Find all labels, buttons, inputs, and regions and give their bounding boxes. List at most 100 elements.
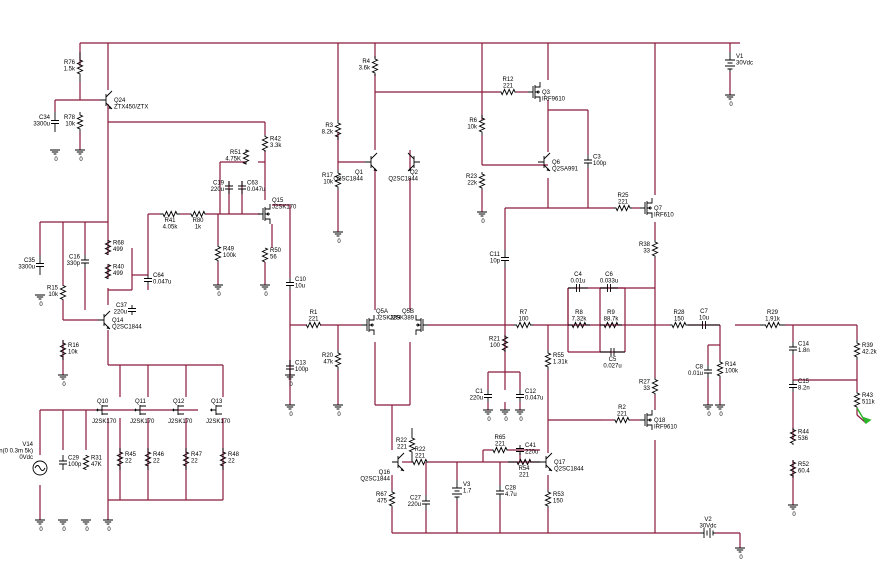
- c12-body: [516, 390, 524, 402]
- c64-value-label: 0.047u: [153, 280, 171, 286]
- c11-ref-label: C11: [489, 252, 500, 258]
- q17-body: [540, 452, 553, 472]
- r23-body: [478, 172, 486, 190]
- c16-body: [81, 255, 89, 268]
- r4-body: [371, 56, 379, 76]
- r40-body: [104, 263, 112, 280]
- ground-symbol: 0: [285, 374, 295, 388]
- ground-label: 0: [54, 157, 58, 163]
- q14-arrow: [106, 326, 110, 329]
- r20-value-label: 47k: [323, 360, 334, 366]
- r9-ref-label: R9: [607, 310, 615, 316]
- c29-value-label: 100p: [68, 462, 82, 468]
- q13-value-label: J2SK170: [206, 419, 231, 425]
- c4-ref-label: C4: [574, 272, 582, 278]
- q3-value-label: IRF9610: [542, 97, 566, 103]
- r21-body: [501, 335, 509, 352]
- q7-arrow: [648, 206, 651, 210]
- r42-body: [261, 135, 269, 152]
- r20-body: [334, 350, 342, 370]
- ground-label: 0: [289, 382, 293, 388]
- c6-capacitor: C60.033u: [600, 272, 618, 292]
- c35-ref-label: C35: [24, 258, 36, 264]
- c19-value-label: 220u: [211, 187, 224, 193]
- r48-ref-label: R48: [228, 452, 240, 458]
- ground-label: 0: [107, 527, 111, 533]
- ground-bars: [213, 284, 223, 290]
- r12-value-label: 221: [503, 84, 514, 90]
- r22-ref-label: R22: [396, 438, 408, 444]
- r12-ref-label: R12: [502, 77, 514, 83]
- v14-circle: [32, 460, 48, 476]
- r55-value-label: 1.31k: [553, 360, 569, 366]
- q13-arrow: [211, 408, 213, 412]
- r9-value-label: 88.7k: [604, 317, 620, 323]
- r29-value-label: 1.91k: [765, 317, 781, 323]
- r2-body: [614, 416, 630, 424]
- c8-body: [704, 365, 712, 378]
- r43-ref-label: R43: [862, 393, 874, 399]
- r22-ref-label: R22: [414, 447, 426, 453]
- output-probe: [856, 407, 872, 425]
- ground-bars: [285, 374, 295, 380]
- ground-bars: [35, 519, 45, 525]
- c6-body: [600, 284, 618, 292]
- r43-body: [853, 392, 861, 408]
- c12-value-label: 0.047u: [525, 396, 543, 402]
- c10-ref-label: C10: [295, 277, 307, 283]
- ground-symbol: 0: [333, 404, 343, 418]
- ground-symbol: 0: [483, 409, 493, 423]
- q6-arrow: [546, 168, 550, 171]
- c41-value-label: 220u: [525, 450, 538, 456]
- c14-value-label: 1.8n: [798, 348, 810, 354]
- r78-body: [76, 112, 84, 132]
- r6-body: [478, 115, 486, 135]
- ground-label: 0: [481, 219, 485, 225]
- r15-ref-label: R15: [47, 286, 59, 292]
- r39-value-label: 42.2k: [862, 350, 878, 356]
- q1-value-label: Q2SC1844: [333, 177, 363, 183]
- r49-ref-label: R49: [223, 247, 235, 253]
- q5a-arrow: [370, 323, 373, 327]
- r44-body: [789, 428, 797, 445]
- c8-value-label: 0.01u: [688, 371, 703, 377]
- r15-body: [59, 285, 67, 300]
- v1-ref-label: V1: [736, 54, 744, 60]
- r41-body: [160, 210, 180, 218]
- r38-value-label: 33: [643, 249, 650, 255]
- r49-body: [214, 245, 222, 262]
- r42-ref-label: R42: [270, 137, 282, 143]
- ground-bars: [103, 519, 113, 525]
- c12-ref-label: C12: [525, 389, 537, 395]
- r46-ref-label: R46: [153, 452, 165, 458]
- r15-value-label: 10k: [48, 292, 59, 298]
- ground-label: 0: [39, 527, 43, 533]
- c14-body: [789, 342, 797, 355]
- r3-body: [334, 120, 342, 140]
- c37-ref-label: C37: [116, 303, 128, 309]
- r44-value-label: 536: [798, 436, 809, 442]
- c13-value-label: 100p: [295, 367, 309, 373]
- r1-ref-label: R1: [310, 310, 318, 316]
- r29-ref-label: R29: [767, 310, 779, 316]
- ground-bars: [35, 294, 45, 300]
- ground-symbol: 0: [50, 149, 60, 163]
- r54-ref-label: R54: [518, 466, 530, 472]
- q16-value-label: Q2SC1844: [360, 477, 390, 483]
